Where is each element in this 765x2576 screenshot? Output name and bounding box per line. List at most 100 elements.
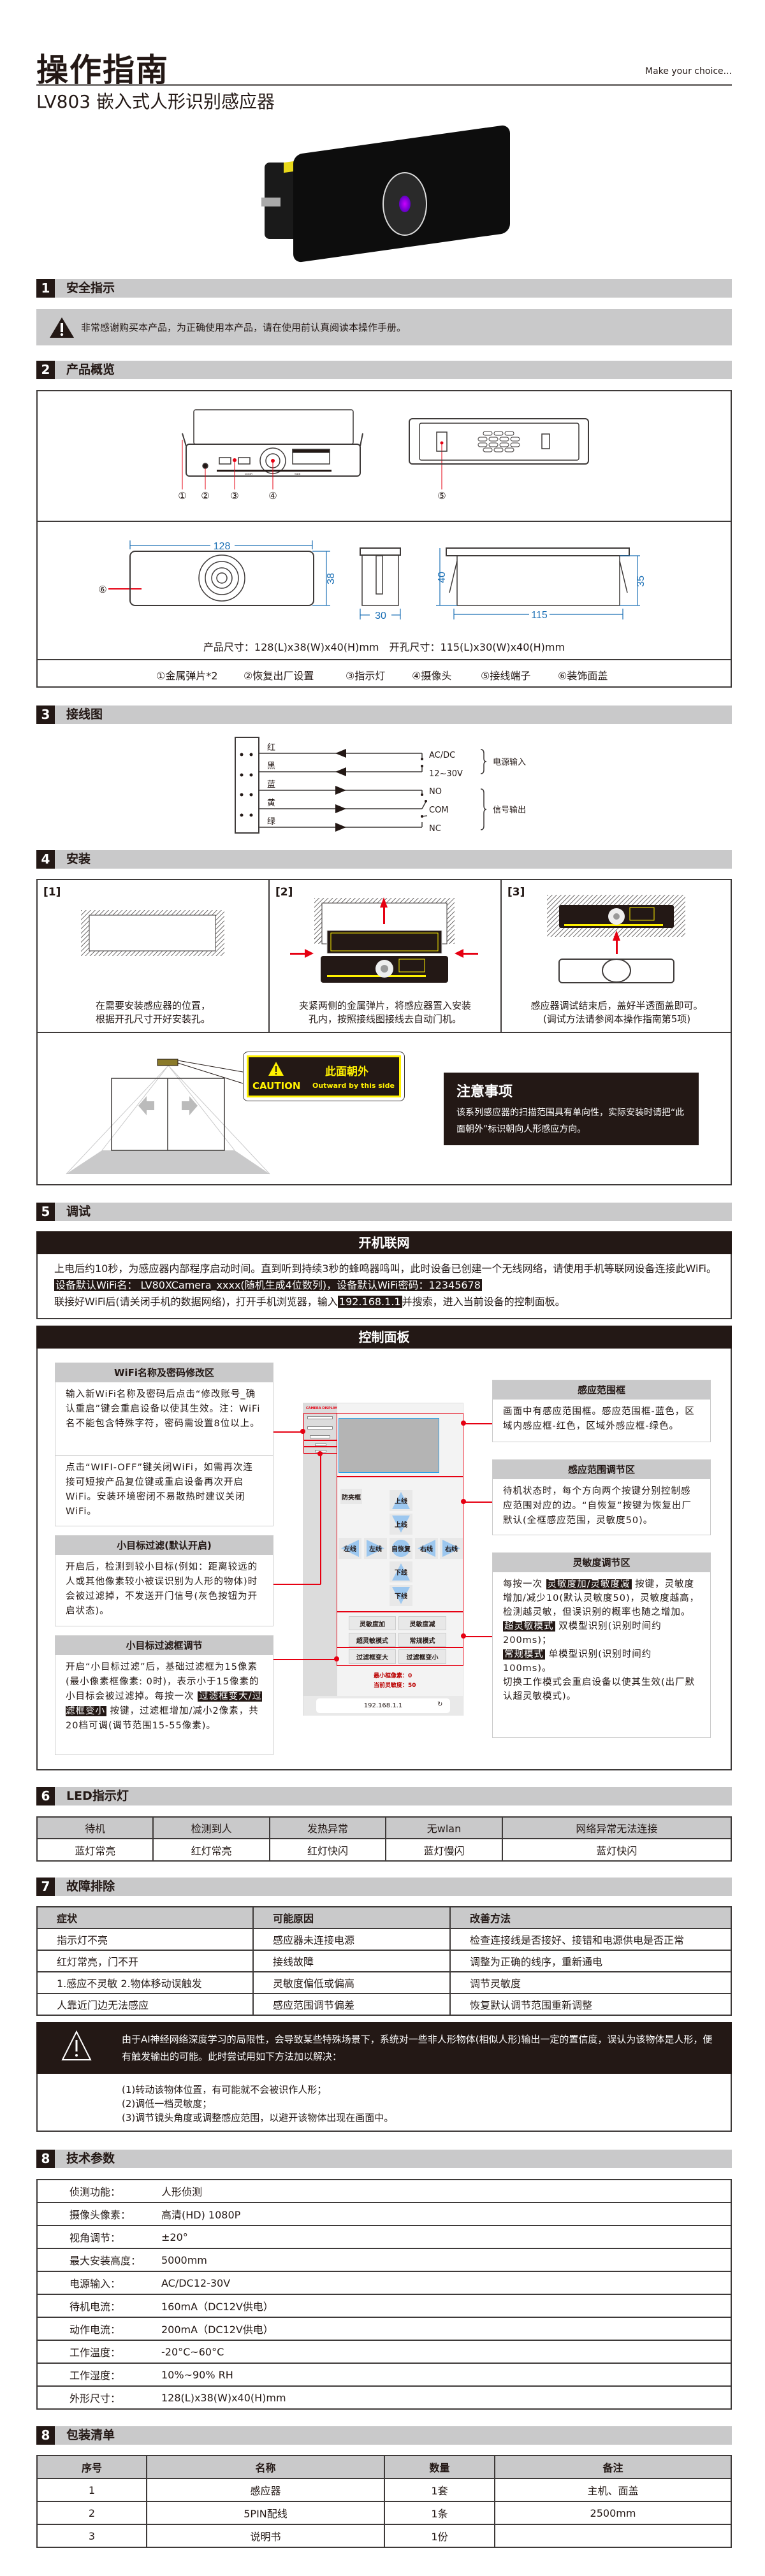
callout-1: ① [178,490,186,502]
reload-icon[interactable]: ↻ [437,1701,443,1708]
section-number: 4 [36,850,55,869]
led-header: 待机 [36,1816,154,1839]
section-title: 安装 [66,852,91,866]
wire-color-green: 绿 [267,817,275,827]
note-text: 画面中有感应范围框。感应范围框-蓝色，区域内感应框-红色，区域外感应框-绿色。 [503,1407,695,1431]
left-line-right-button[interactable]: 左线 [364,1538,387,1559]
group-power-input: 电源输入 [493,757,526,767]
spec-row: 电源输入：AC/DC12-30V [36,2271,732,2295]
note-header: 感应范围框 [493,1380,710,1400]
callout-3: ③ [230,490,238,502]
note-text: 待机状态时，每个方向两个按键分别控制感应范围对应的边。“自恢复”按键为恢复出厂默… [503,1486,692,1526]
right-line-right-button[interactable]: 右线 [440,1538,463,1559]
section-number: 6 [36,1787,55,1805]
solution-list: (1)转动该物体位置，有可能就不会被识作人形； (2)调低一档灵敏度； (3)调… [122,2083,393,2125]
legend-item: ③指示灯 [346,670,386,682]
safety-text: 非常感谢购买本产品，为正确使用本产品，请在使用前认真阅读本操作手册。 [81,322,407,333]
legend-item: ①金属弹片*2 [156,670,218,682]
spec-row: 动作电流：200mA（DC12V供电） [36,2317,732,2341]
legend-item: ⑤接线端子 [481,670,531,682]
terminal-acdc: AC/DC [429,751,455,760]
normal-mode-button[interactable]: 常规模式 [398,1633,446,1647]
min-pixel-readout: 最小框像素：0 [374,1673,412,1679]
top-line-down-button[interactable]: 上线 [390,1514,412,1535]
note-title: 注意事项 [456,1084,513,1100]
brand-label: CAMERA DISPLAY [306,1407,337,1410]
legend-item: ②恢复出厂设置 [244,670,314,682]
solution-item: (2)调低一档灵敏度； [122,2098,212,2109]
anti-pinch-toggle[interactable]: 防夹框 [340,1489,362,1504]
network-header: 开机联网 [36,1231,732,1254]
note-text: 按键，过滤框增加/减小2像素，共20档可调(调节范围15-55像素)。 [66,1706,259,1731]
top-line-up-button[interactable]: 上线 [390,1490,412,1511]
table-row: 红灯常亮，门不开接线故障调整为正确的线序，重新通电 [36,1950,732,1972]
sensitivity-down-button[interactable]: 灵敏度减 [398,1616,446,1630]
device-housing [193,409,354,445]
led-state: 红灯快闪 [268,1838,387,1862]
section-title: 故障排除 [66,1879,115,1893]
trouble-table: 症状可能原因改善方法 指示灯不亮感应器未连接电源检查连接线是否接好、接错和电源供… [36,1906,732,2016]
trouble-header: 可能原因 [252,1906,451,1929]
bottom-line-up-button[interactable]: 下线 [390,1561,412,1582]
filter-up-button[interactable]: 过滤框变大 [349,1649,396,1664]
network-text: 上电后约10秒，为感应器内部程序启动时间。直到听到持续3秒的蜂鸣器鸣叫，此时设备… [54,1261,717,1310]
led-state: 蓝灯慢闪 [385,1838,503,1862]
package-header: 数量 [384,2455,495,2479]
section-number: 2 [36,361,55,379]
overview-diagrams: 128 38 30 40 35 115 DOOR SIDE ① ② ③ ④ ⑤ … [98,409,646,621]
callout-6: ⑥ [98,584,106,595]
section-title: 接线图 [66,707,103,721]
super-mode-button[interactable]: 超灵敏模式 [349,1633,396,1647]
note-highlight: 常规模式 [503,1649,545,1660]
section-title: 技术参数 [66,2152,115,2166]
note-text: 切换工作模式会重启设备以使其生效(出厂默认超灵敏模式)。 [503,1677,696,1702]
default-wifi-credentials: 设备默认WiFi名： LV80XCamera_xxxx(随机生成4位数列)，设备… [54,1279,482,1291]
ai-warning-header: 由于AI神经网络深度学习的局限性，会导致某些特殊场景下，系统对一些非人形物体(相… [36,2022,732,2074]
note-text: 每按一次 [503,1579,546,1589]
dim-length: 128 [214,541,231,552]
dim-width: 30 [375,611,386,621]
table-row: 指示灯不亮感应器未连接电源检查连接线是否接好、接错和电源供电是否正常 [36,1928,732,1951]
note-text: 单模型识别(识别时间约100ms)。 [503,1649,652,1674]
left-line-left-button[interactable]: 左线 [339,1538,361,1559]
legend-item: ④摄像头 [412,670,452,682]
section-title: 调试 [66,1205,91,1219]
legend-item: ⑥装饰面盖 [558,670,608,682]
wire-color-blue: 蓝 [267,780,275,790]
network-text-2: 联接好WiFi后(请关闭手机的数据网络)，打开手机浏览器，输入 [54,1296,338,1308]
led-state: 红灯常亮 [152,1838,270,1862]
phone-mockup: CAMERA DISPLAY 防夹框 上线 上线 左线 左线 自恢复 右线 右线… [303,1403,463,1716]
door-label: DOOR [245,472,252,475]
section-header-install: 4 安装 [36,850,732,869]
filter-down-button[interactable]: 过滤框变小 [398,1649,446,1664]
note-text: 该系列感应器的扫描范围具有单向性，实际安装时请把“此面朝外”标识朝向人形感应方向… [456,1108,685,1134]
warning-icon [268,1062,284,1076]
bottom-line-down-button[interactable]: 下线 [390,1585,412,1606]
section-title: 包装清单 [66,2428,115,2442]
callout-frame [303,1440,337,1447]
callout-frame [337,1647,463,1666]
note-text: 双模型识别(识别时间约200ms)； [503,1621,662,1646]
reset-button[interactable]: 自恢复 [390,1538,412,1559]
note-highlight: 灵敏度加/灵敏度减 [546,1579,632,1589]
page-title: 操作指南 [36,52,169,89]
range-box-note: 感应范围框 画面中有感应范围框。感应范围框-蓝色，区域内感应框-红色，区域外感应… [492,1380,711,1442]
dim-inner-height: 35 [636,575,646,587]
step-2-caption: 夹紧两侧的金属弹片，将感应器置入安装孔内，按照接线图接线去自动门机。 [270,999,500,1026]
table-row: 1.感应不灵敏 2.物体移动误触发灵敏度偏低或偏高调节灵敏度 [36,1971,732,1994]
callout-2: ② [201,490,209,502]
sensitivity-up-button[interactable]: 灵敏度加 [349,1616,396,1630]
right-line-left-button[interactable]: 右线 [415,1538,438,1559]
callout-4: ④ [268,490,277,502]
spec-row: 视角调节：±20° [36,2225,732,2249]
step-1-caption: 在需要安装感应器的位置，根据开孔尺寸开好安装孔。 [38,999,268,1026]
callout-frame [337,1413,463,1477]
network-text-3: 并搜索，进入当前设备的控制面板。 [402,1296,565,1308]
url-bar[interactable]: 192.168.1.1 ↻ [303,1696,463,1716]
caption-line: 孔内，按照接线图接线去自动门机。 [308,1013,462,1025]
caption-line: 在需要安装感应器的位置， [95,1000,210,1011]
